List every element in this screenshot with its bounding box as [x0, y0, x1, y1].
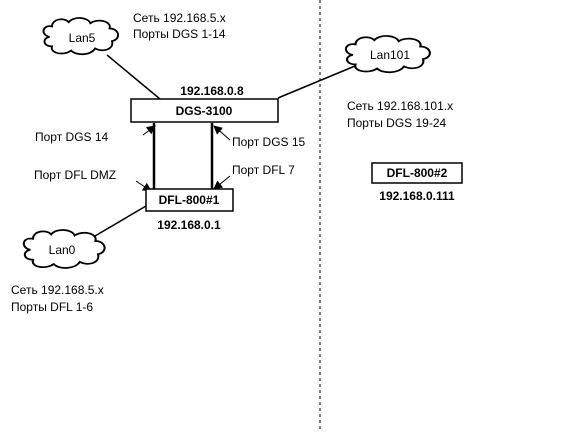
link-lan5-dgs: [106, 54, 161, 100]
device-dgs3100-label: DGS-3100: [176, 104, 233, 118]
arrow-port-dgs15: [213, 125, 231, 141]
device-dfl800-1: [145, 188, 234, 212]
device-dfl800-2: [371, 162, 463, 184]
arrow-port-dgs14: [142, 125, 156, 136]
cloud-lan0-label: Lan0: [49, 243, 76, 257]
lan5-ports-text: Порты DGS 1-14: [133, 27, 226, 41]
device-dfl800-1-label: DFL-800#1: [159, 193, 220, 207]
port-dfl-dmz-label: Порт DFL DMZ: [34, 168, 116, 182]
device-dfl800-2-label: DFL-800#2: [387, 166, 448, 180]
device-dfl800-2-ip: 192.168.0.111: [379, 189, 455, 203]
lan5-network-text: Сеть 192.168.5.x: [133, 11, 226, 25]
link-dgs-lan101: [277, 65, 356, 99]
device-dgs3100: [130, 98, 279, 123]
lan101-ports-text: Порты DGS 19-24: [347, 116, 447, 130]
device-dgs3100-ip: 192.168.0.8: [180, 84, 244, 98]
lan0-network-text: Сеть 192.168.5.x: [11, 283, 104, 297]
port-dfl7-label: Порт DFL 7: [232, 163, 295, 177]
lan0-ports-text: Порты DFL 1-6: [11, 300, 93, 314]
arrow-port-dfl7: [213, 175, 231, 190]
port-dgs14-label: Порт DGS 14: [35, 130, 109, 144]
port-dgs15-label: Порт DGS 15: [232, 135, 306, 149]
cloud-lan5-label: Lan5: [69, 31, 96, 45]
lan101-network-text: Сеть 192.168.101.x: [347, 99, 453, 113]
cloud-lan101-label: Lan101: [370, 48, 410, 62]
link-dfl1-lan0: [94, 205, 147, 237]
device-dfl800-1-ip: 192.168.0.1: [157, 218, 221, 232]
